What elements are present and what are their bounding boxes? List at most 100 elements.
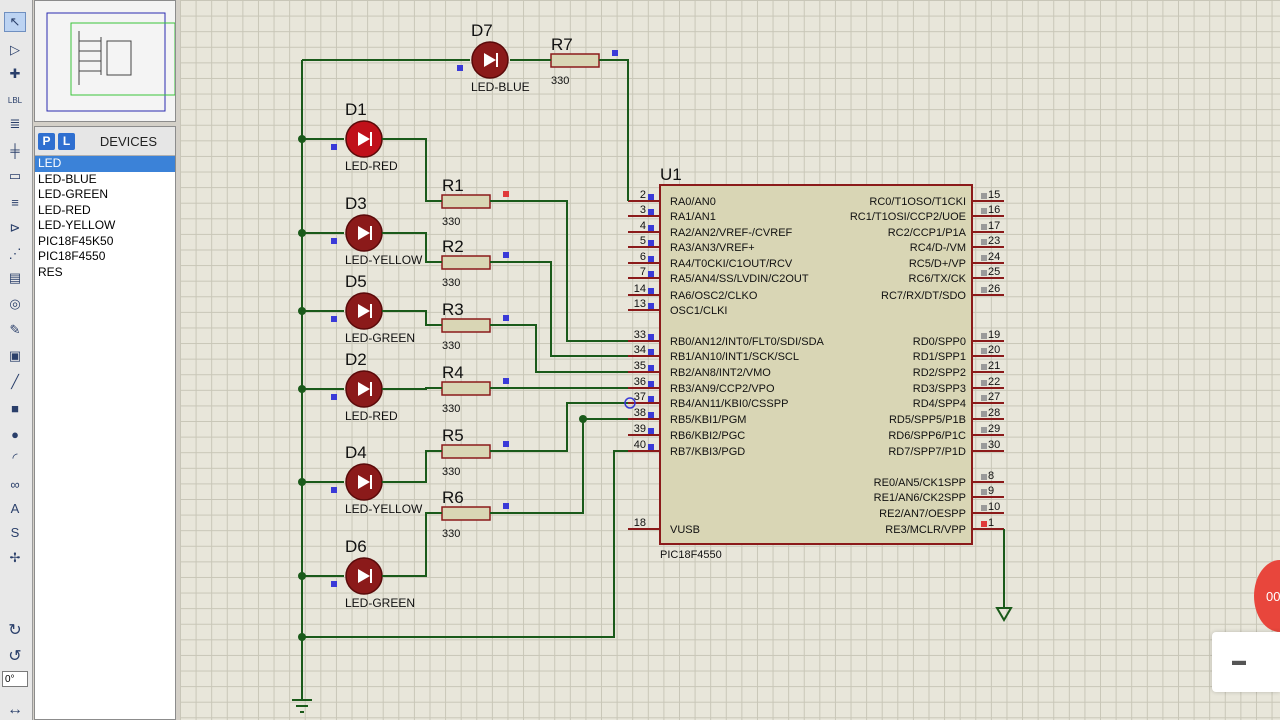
led-part-name: LED-GREEN	[345, 596, 415, 610]
library-manager-button[interactable]: L	[58, 132, 75, 150]
symbol-tool-icon[interactable]: S	[10, 524, 20, 540]
resistor-body[interactable]	[550, 53, 600, 68]
text-tool-icon[interactable]: A	[10, 500, 20, 516]
pin-number: 38	[634, 407, 646, 419]
pin-label: RD0/SPP0	[913, 336, 966, 348]
led-reference: D3	[345, 194, 367, 213]
resistor-body[interactable]	[441, 444, 491, 459]
rotation-angle-field[interactable]: 0°	[2, 671, 28, 687]
pin-number: 16	[988, 204, 1000, 216]
pin-number: 26	[988, 283, 1000, 295]
pin-number: 7	[640, 266, 646, 278]
pin-marker	[648, 349, 654, 355]
path-tool-icon[interactable]: ∞	[10, 476, 20, 492]
resistor-body[interactable]	[441, 255, 491, 270]
pin-label: RD7/SPP7/P1D	[888, 446, 966, 458]
device-item[interactable]: LED-GREEN	[38, 187, 109, 201]
pin-marker	[331, 581, 337, 587]
pin-number: 22	[988, 376, 1000, 388]
mirror-horizontal-icon[interactable]: ↔	[7, 701, 23, 718]
pin-label: RD4/SPP4	[913, 398, 966, 410]
pin-marker	[648, 225, 654, 231]
pin-marker	[981, 443, 987, 449]
pin-label: RA6/OSC2/CLKO	[670, 290, 758, 302]
led-reference: D5	[345, 272, 367, 291]
arc-tool-icon[interactable]: ◜	[12, 450, 18, 465]
pin-marker	[981, 193, 987, 199]
floating-widget[interactable]: ▬	[1212, 632, 1280, 692]
rotate-anticlockwise-icon[interactable]: ↺	[8, 648, 22, 665]
minimize-icon[interactable]: ▬	[1232, 652, 1246, 668]
resistor-body[interactable]	[441, 194, 491, 209]
device-item[interactable]: LED-RED	[38, 202, 91, 217]
resistor-body[interactable]	[441, 318, 491, 333]
pin-number: 4	[640, 220, 646, 232]
pin-marker	[981, 348, 987, 354]
pin-marker	[981, 380, 987, 386]
text-script-icon[interactable]: ≣	[9, 116, 21, 131]
overview-window[interactable]	[34, 0, 176, 122]
led-diode-symbol	[358, 475, 370, 489]
resistor-body[interactable]	[441, 506, 491, 521]
marker-tool-icon[interactable]: ✢	[9, 550, 21, 565]
box-tool-icon[interactable]: ■	[11, 400, 19, 416]
led-part-name: LED-BLUE	[471, 80, 530, 94]
bus-icon[interactable]: ╪	[10, 142, 20, 158]
pin-marker	[503, 378, 509, 384]
pin-marker	[648, 209, 654, 215]
led-part-name: LED-YELLOW	[345, 253, 423, 267]
resistor-body[interactable]	[441, 381, 491, 396]
device-item[interactable]: LED	[35, 156, 175, 172]
device-pin-icon[interactable]: ⊳	[9, 220, 21, 235]
led-diode-symbol	[358, 304, 370, 318]
resistor-value: 330	[442, 216, 460, 228]
device-item[interactable]: LED-BLUE	[38, 171, 97, 186]
pin-number: 27	[988, 391, 1000, 403]
pin-marker	[981, 255, 987, 261]
rotate-clockwise-icon[interactable]: ↻	[8, 622, 22, 639]
wire-segment	[490, 418, 628, 514]
generator-icon[interactable]: ◎	[9, 296, 21, 311]
tape-recorder-icon[interactable]: ▤	[8, 270, 22, 285]
devices-header: P L DEVICES	[35, 127, 175, 156]
pin-label: RC1/T1OSI/CCP2/UOE	[850, 211, 966, 223]
device-item[interactable]: LED-YELLOW	[38, 218, 116, 232]
pin-number: 24	[988, 251, 1000, 263]
pin-label: OSC1/CLKI	[670, 305, 727, 317]
pin-marker	[331, 487, 337, 493]
junction-dot-icon[interactable]: ✚	[9, 66, 21, 81]
device-item[interactable]: PIC18F45K50	[38, 233, 114, 248]
selection-arrow-icon[interactable]: ↖	[4, 12, 26, 32]
subcircuit-icon[interactable]: ▭	[8, 168, 22, 183]
pin-label: RA2/AN2/VREF-/CVREF	[670, 227, 793, 239]
pin-number: 29	[988, 423, 1000, 435]
graph-icon[interactable]: ⋰	[8, 246, 22, 261]
pin-label: RB7/KBI3/PGD	[670, 446, 745, 458]
led-diode-symbol	[358, 382, 370, 396]
led-reference: D6	[345, 537, 367, 556]
pin-number: 6	[640, 251, 646, 263]
mcu-body[interactable]	[659, 184, 973, 545]
led-part-name: LED-RED	[345, 409, 398, 423]
device-item[interactable]: PIC18F4550	[38, 249, 106, 263]
component-mode-icon[interactable]: ▷	[10, 42, 20, 57]
terminal-icon[interactable]: ≡	[11, 194, 19, 210]
line-tool-icon[interactable]: ╱	[11, 374, 19, 389]
resistor-reference: R5	[442, 426, 464, 445]
virtual-instrument-icon[interactable]: ▣	[8, 348, 22, 363]
circle-tool-icon[interactable]: ●	[11, 426, 19, 442]
junction-dot	[298, 385, 306, 393]
pin-label: RA4/T0CKI/C1OUT/RCV	[670, 258, 793, 270]
pin-label: RA3/AN3/VREF+	[670, 242, 755, 254]
device-item[interactable]: RES	[38, 264, 63, 279]
wire-label-icon[interactable]: LBL	[7, 95, 23, 105]
pin-number: 15	[988, 189, 1000, 201]
pin-number: 35	[634, 360, 646, 372]
pick-devices-button[interactable]: P	[38, 132, 55, 150]
pin-label: RE1/AN6/CK2SPP	[874, 492, 966, 504]
pin-number: 9	[988, 485, 994, 497]
voltage-probe-icon[interactable]: ✎	[9, 322, 21, 337]
